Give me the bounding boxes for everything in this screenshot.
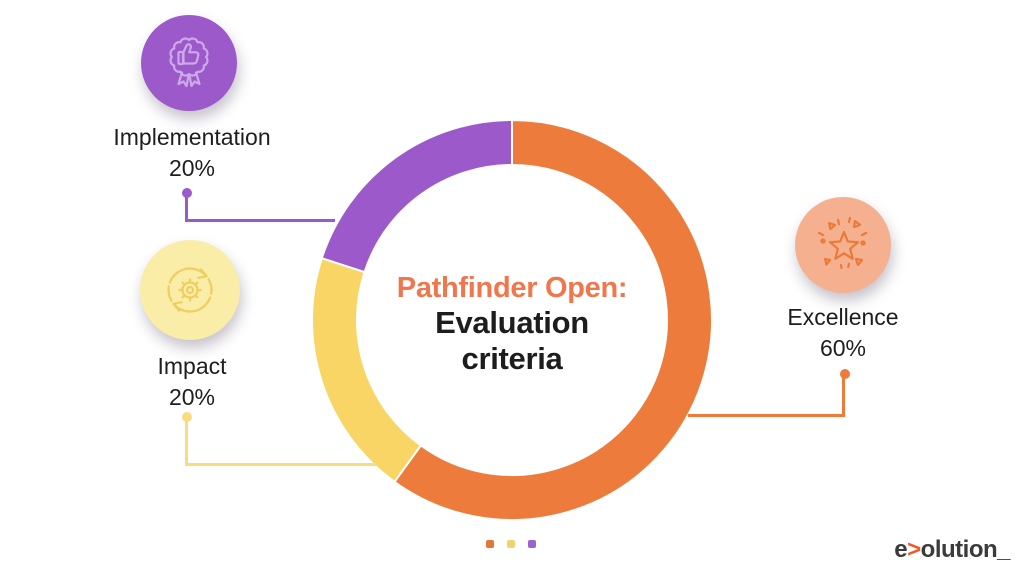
logo: e>olution_ [894,536,1010,564]
legend-dot [528,540,536,548]
connector-line-impact-vertical [185,417,188,466]
callout-implementation-percent: 20% [168,155,216,181]
legend-dot [486,540,494,548]
callout-impact-percent: 20% [168,384,216,410]
star-sparkles-icon [817,216,868,270]
callout-excellence: Excellence 60% [743,302,943,364]
legend-dot [507,540,515,548]
callout-implementation-label: Implementation [113,124,271,150]
chart-title-line3: criteria [461,341,563,376]
callout-impact: Impact 20% [92,351,292,413]
connector-line-implementation-horizontal [185,219,335,222]
icon-circle-impact [140,240,240,340]
donut-segment-excellence [393,118,713,521]
logo-text-start: e [894,536,908,563]
connector-line-excellence-horizontal [688,414,845,417]
callout-excellence-percent: 60% [819,335,867,361]
chart-title-line2: Evaluation [435,305,589,340]
donut-chart-svg [311,118,713,521]
connector-dot-excellence [840,369,850,379]
donut-chart [311,118,713,521]
legend-dots [486,540,536,548]
logo-arrow-icon: > [907,536,921,563]
callout-excellence-label: Excellence [787,304,899,330]
gear-cycle-icon [167,267,213,313]
icon-circle-excellence [795,197,891,293]
donut-segment-implementation [320,118,513,274]
connector-line-implementation-vertical [185,193,188,222]
connector-line-excellence-vertical [842,374,845,417]
connector-line-impact-horizontal [185,463,377,466]
callout-impact-label: Impact [157,353,227,379]
callout-implementation: Implementation 20% [42,122,342,184]
chart-center-title: Pathfinder Open: Evaluation criteria [352,271,672,377]
icon-circle-implementation [141,15,237,111]
award-ribbon-thumbs-up-icon [169,37,209,88]
chart-title-line1: Pathfinder Open: [396,272,628,304]
logo-text-end: olution_ [920,536,1011,563]
